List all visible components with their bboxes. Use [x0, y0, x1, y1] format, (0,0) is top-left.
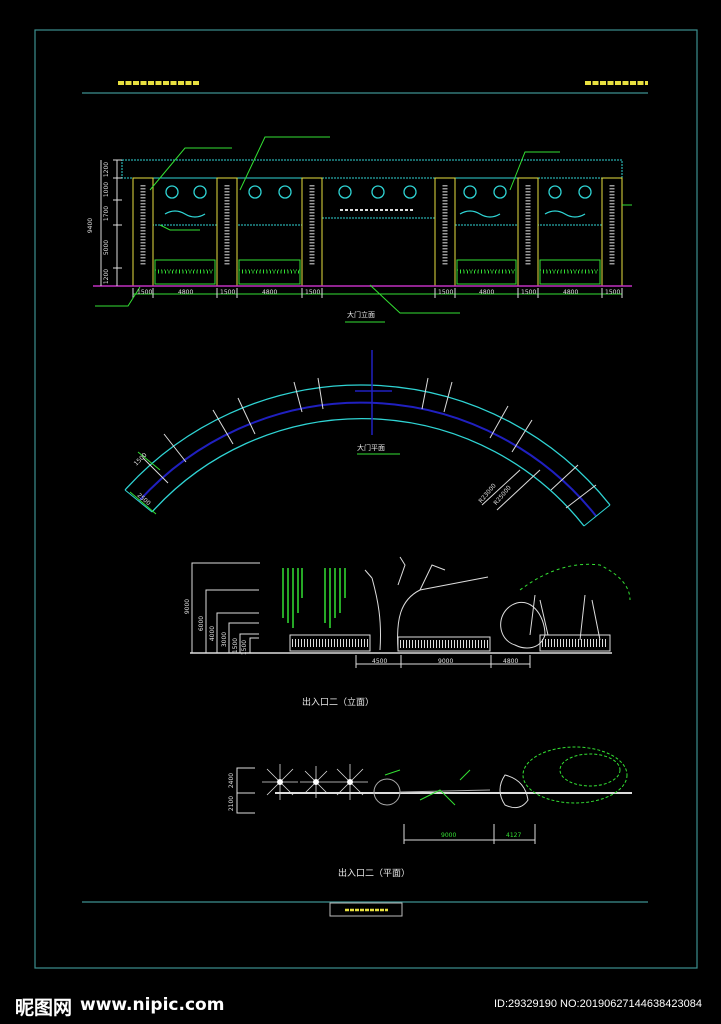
entrance-height-4: 3000	[221, 631, 229, 648]
entrance-plan-left-dim-2: 2100	[228, 795, 236, 812]
watermark-id: ID:29329190 NO:20190627144638423084	[494, 998, 702, 1010]
gate-elevation	[93, 136, 632, 323]
drawing-frame	[34, 29, 698, 969]
entrance-bottom-dim-1: 4500	[372, 658, 388, 665]
entrance-bottom-dim-3: 4800	[503, 658, 519, 665]
gate-dim-5: 1500	[305, 289, 321, 296]
gate-dim-3: 1500	[220, 289, 236, 296]
gate-elevation-title: 大门立面	[347, 311, 375, 319]
entrance-plan-left-dim-1: 2400	[228, 772, 236, 789]
entrance-elevation-title: 出入口二（立面）	[302, 698, 375, 708]
gate-dim-10: 1500	[605, 289, 621, 296]
entrance-height-6: 1500	[241, 639, 249, 656]
gate-dim-1: 1500	[137, 289, 153, 296]
gate-dim-9: 4800	[563, 289, 579, 296]
entrance-bottom-dim-2: 9000	[438, 658, 454, 665]
watermark-url[interactable]: www.nipic.com	[80, 995, 225, 1015]
gate-dim-7: 4800	[479, 289, 495, 296]
gate-left-dim-1: 1200	[103, 161, 111, 178]
entrance-plan-title: 出入口二（平面）	[338, 869, 411, 879]
gate-dim-8: 1500	[521, 289, 537, 296]
gate-left-total: 9400	[87, 217, 95, 234]
gate-left-dim-5: 1200	[103, 268, 111, 285]
watermark-site-name: 昵图网	[15, 997, 73, 1019]
entrance-elevation	[190, 556, 631, 668]
gate-dim-6: 1500	[438, 289, 454, 296]
gate-dim-2: 4800	[178, 289, 194, 296]
gate-plan-title: 大门平面	[357, 444, 385, 452]
entrance-plan	[236, 746, 632, 844]
entrance-height-2: 6000	[198, 615, 206, 632]
gate-left-dim-2: 1000	[103, 181, 111, 198]
entrance-plan-dim-1: 9000	[441, 832, 457, 839]
entrance-height-5: 1500	[232, 637, 240, 654]
entrance-plan-dim-2: 4127	[506, 832, 522, 839]
gate-dim-4: 4800	[262, 289, 278, 296]
gate-left-dim-4: 5000	[103, 239, 111, 256]
entrance-height-3: 4000	[209, 625, 217, 642]
gate-left-dim-3: 1700	[103, 205, 111, 222]
entrance-height-1: 9000	[184, 598, 192, 615]
gate-plan	[124, 350, 611, 527]
footer-box	[329, 902, 403, 917]
